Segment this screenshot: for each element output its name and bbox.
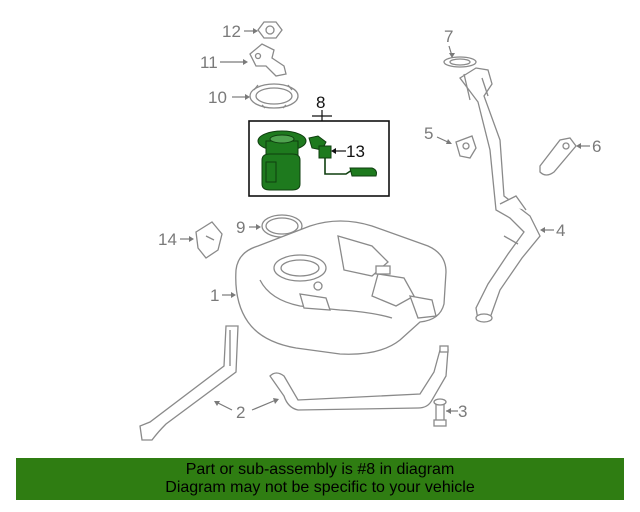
fuel-pump-module-highlight[interactable]: [257, 130, 307, 191]
callout-12: 12: [222, 22, 258, 41]
part-7-gasket[interactable]: [443, 56, 477, 68]
callout-13-label: 13: [346, 142, 365, 161]
part-3-bolt[interactable]: [433, 398, 447, 427]
part-6-vent-hose[interactable]: [539, 137, 577, 176]
callout-4: 4: [540, 221, 565, 240]
callout-7: 7: [444, 27, 455, 58]
callout-2-label: 2: [236, 403, 245, 422]
callout-1: 1: [210, 286, 236, 305]
callout-7-label: 7: [444, 27, 453, 46]
part-10-lock-ring[interactable]: [249, 83, 299, 109]
callout-12-label: 12: [222, 22, 241, 41]
part-4-filler-pipe[interactable]: [459, 67, 541, 323]
callout-6: 6: [576, 137, 601, 156]
callout-2: 2: [214, 398, 279, 422]
callout-3-label: 3: [458, 402, 467, 421]
callout-11: 11: [200, 53, 248, 72]
part-11-bracket[interactable]: [249, 43, 287, 77]
part-2-tank-strap-right[interactable]: [269, 345, 449, 411]
part-13-fuel-level-sender[interactable]: [308, 135, 377, 177]
callout-5: 5: [424, 124, 452, 144]
callout-10: 10: [208, 88, 250, 107]
callout-6-label: 6: [592, 137, 601, 156]
part-14-bracket[interactable]: [195, 221, 223, 259]
part-5-clip[interactable]: [455, 135, 477, 159]
callout-1-label: 1: [210, 286, 219, 305]
callout-13: 13: [331, 142, 365, 161]
part-2-tank-strap-left[interactable]: [139, 325, 239, 441]
callout-4-label: 4: [556, 221, 565, 240]
callout-8-label: 8: [316, 93, 325, 112]
callout-9-label: 9: [236, 218, 245, 237]
banner-line-2: Diagram may not be specific to your vehi…: [165, 479, 475, 496]
callout-11-label: 11: [200, 53, 218, 72]
callout-14-label: 14: [158, 230, 177, 249]
callout-9: 9: [236, 218, 261, 237]
callout-5-label: 5: [424, 124, 433, 143]
part-1-fuel-tank[interactable]: [235, 220, 447, 355]
callout-10-label: 10: [208, 88, 227, 107]
diagram-notice-banner: Part or sub-assembly is #8 in diagram Di…: [16, 458, 624, 500]
part-9-seal-ring[interactable]: [261, 214, 303, 238]
part-12-nut[interactable]: [257, 21, 283, 39]
callout-3: 3: [446, 402, 467, 421]
banner-line-1: Part or sub-assembly is #8 in diagram: [185, 461, 455, 478]
callout-14: 14: [158, 230, 194, 249]
